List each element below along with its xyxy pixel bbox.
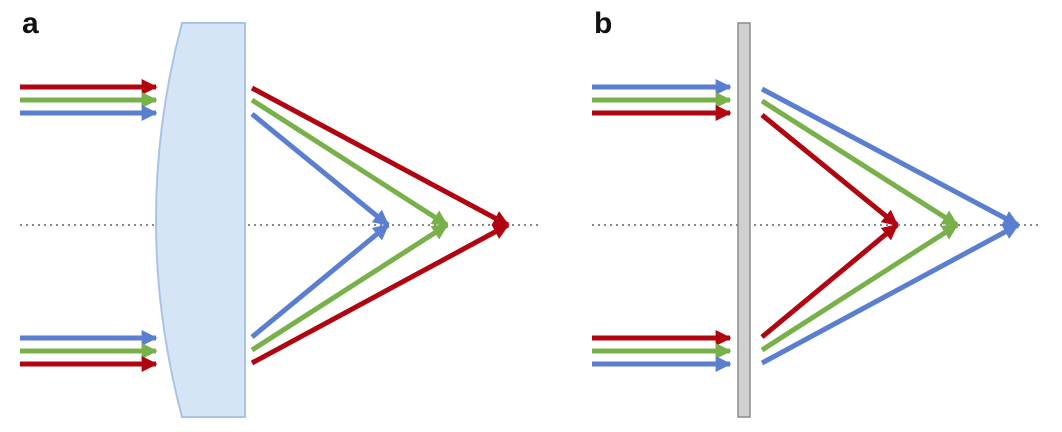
focused-ray-top-blue-b xyxy=(760,86,1020,228)
rays-b xyxy=(592,78,1020,373)
focused-ray-bottom-blue-a xyxy=(250,223,390,339)
focused-ray-bottom-red-a xyxy=(250,222,510,366)
focused-ray-top-red-b xyxy=(760,113,899,227)
panel-a: a xyxy=(20,7,540,418)
focused-ray-bottom-blue-b xyxy=(760,222,1020,366)
focused-ray-bottom-green-a xyxy=(250,222,449,353)
focused-ray-top-green-b xyxy=(760,98,959,228)
rays-a xyxy=(20,78,510,373)
focused-ray-bottom-red-b xyxy=(760,223,899,339)
focused-ray-top-green-a xyxy=(250,97,449,228)
focused-ray-top-blue-a xyxy=(250,112,390,227)
lens xyxy=(155,22,246,418)
panel-b: b xyxy=(592,7,1040,418)
focused-ray-top-red-a xyxy=(250,85,510,228)
flat-plate xyxy=(737,22,751,418)
panel-a-label: a xyxy=(22,7,39,40)
focused-ray-bottom-green-b xyxy=(760,222,959,353)
panel-b-label: b xyxy=(594,7,612,40)
